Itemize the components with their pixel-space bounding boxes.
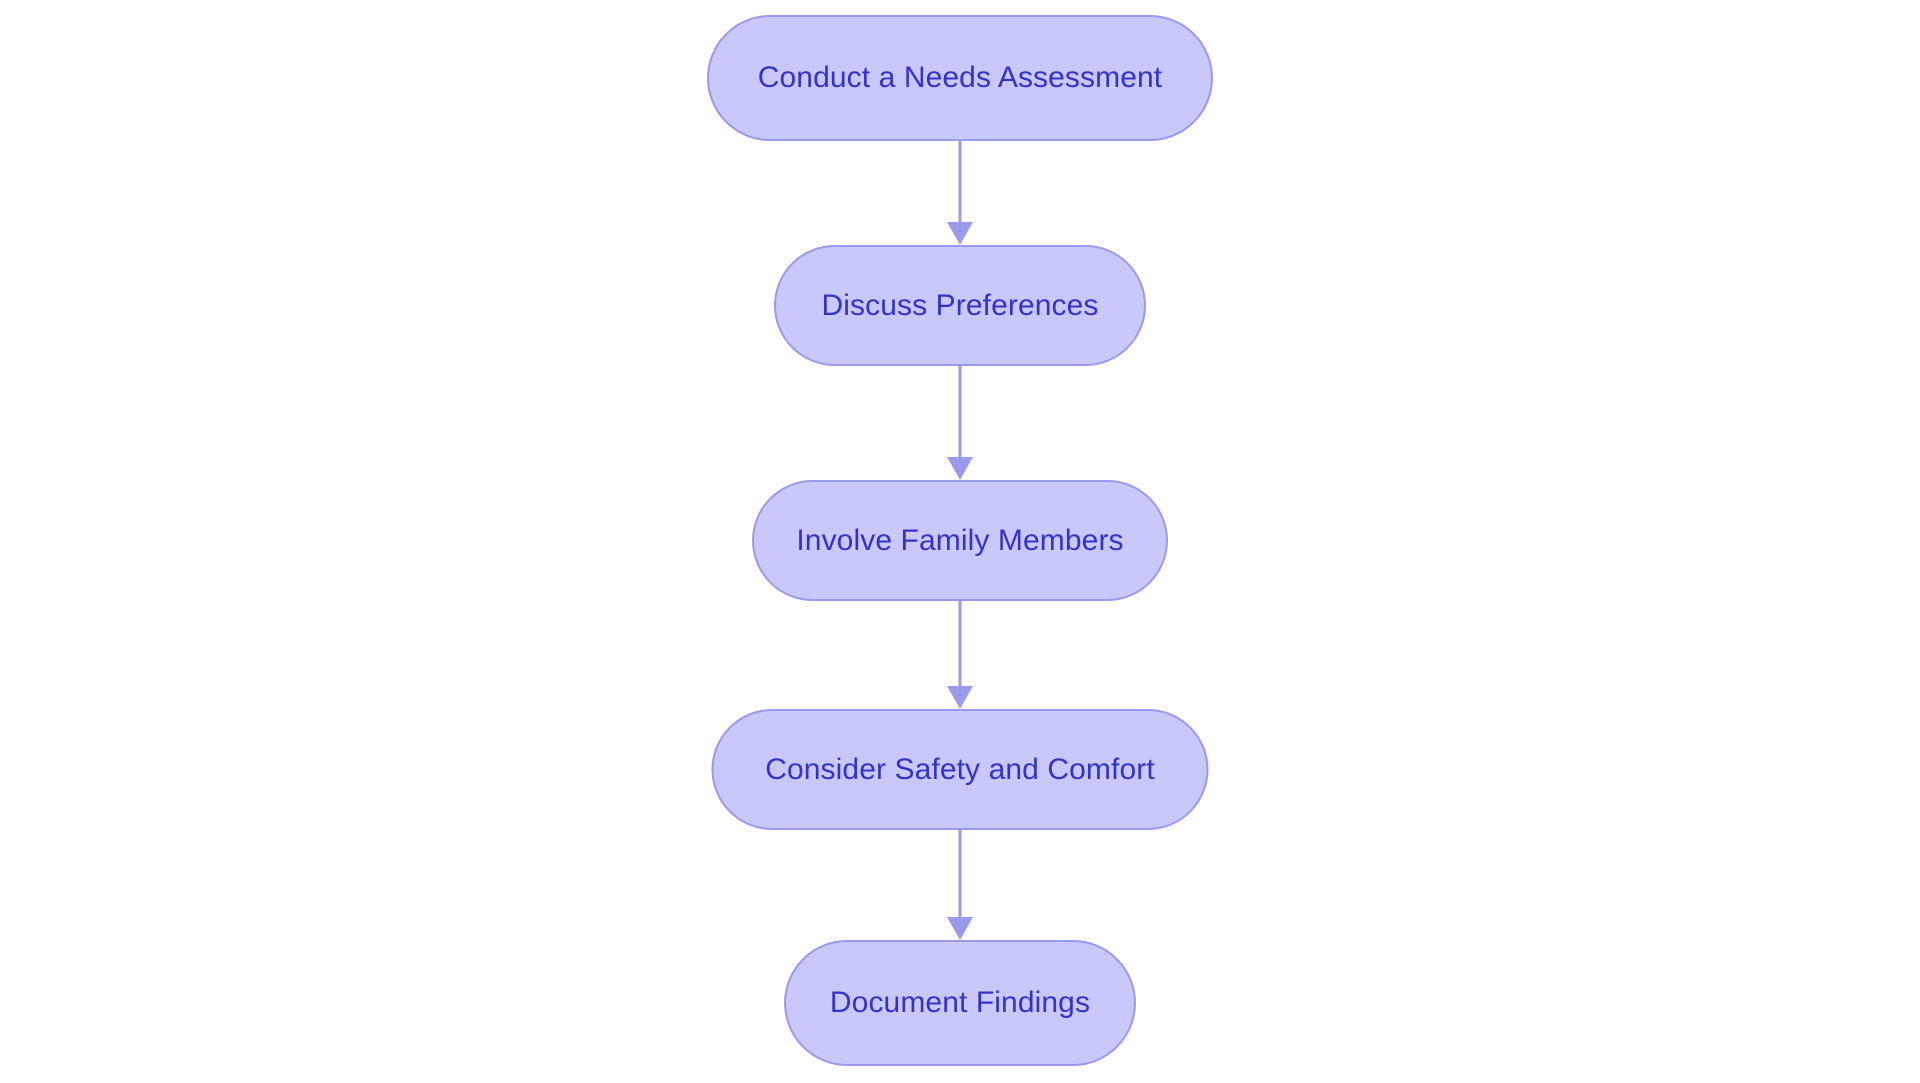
flowchart-node-document-findings[interactable]: Document Findings [784,940,1136,1066]
flowchart-node-consider-safety-and-comfort[interactable]: Consider Safety and Comfort [711,709,1209,830]
connector-line [958,601,962,686]
arrowhead-down-icon [947,222,973,245]
flowchart-node-label: Consider Safety and Comfort [765,752,1155,786]
flowchart-connector-3 [945,601,975,709]
flowchart-node-label: Conduct a Needs Assessment [757,61,1163,94]
flowchart-connector-2 [945,366,975,480]
connector-line [958,366,962,457]
connector-line [958,141,962,222]
flowchart-node-involve-family-members[interactable]: Involve Family Members [752,480,1168,601]
flowchart-node-conduct-a-needs-assessment[interactable]: Conduct a Needs Assessment [707,15,1213,141]
flowchart-node-label: Document Findings [829,986,1091,1019]
flowchart-node-label: Involve Family Members [796,523,1124,557]
flowchart-connector-1 [945,141,975,245]
arrowhead-down-icon [947,457,973,480]
flowchart-node-discuss-preferences[interactable]: Discuss Preferences [774,245,1146,366]
flowchart-node-label: Discuss Preferences [821,288,1099,322]
connector-line [958,830,962,917]
flowchart-connector-4 [945,830,975,940]
arrowhead-down-icon [947,686,973,709]
arrowhead-down-icon [947,917,973,940]
